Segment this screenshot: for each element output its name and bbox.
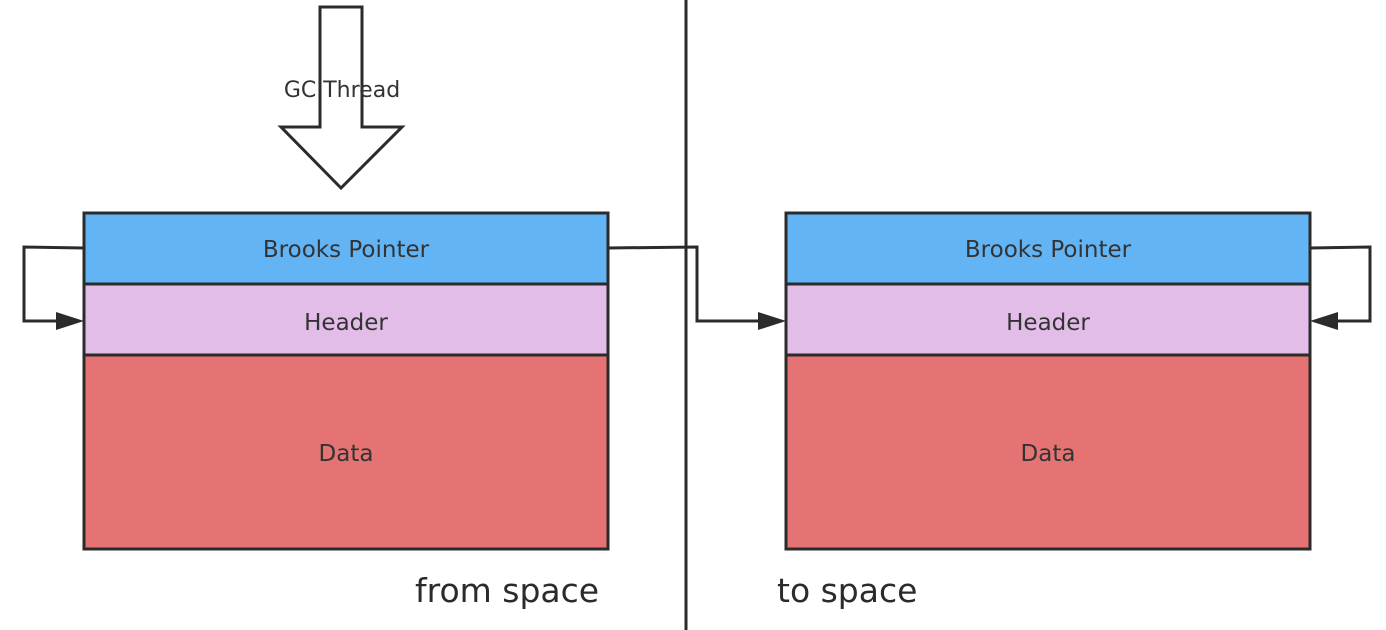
from-data-field	[82, 353, 610, 551]
to-data-label: Data	[1021, 441, 1076, 467]
from-brooks-pointer-label: Brooks Pointer	[263, 237, 430, 263]
from-space-object: Brooks Pointer Header Data	[82, 211, 610, 551]
to-space-label: to space	[777, 571, 917, 610]
to-self-pointer-arrow	[1309, 245, 1372, 330]
gc-thread-arrow: GC Thread	[277, 5, 406, 191]
from-header-label: Header	[304, 310, 388, 336]
to-header-label: Header	[1006, 310, 1090, 336]
gc-thread-label: GC Thread	[284, 78, 400, 103]
from-self-pointer-arrow	[22, 245, 85, 330]
to-brooks-pointer-label: Brooks Pointer	[965, 237, 1132, 263]
to-header-field	[784, 282, 1312, 357]
forwarding-pointer-arrow	[607, 245, 786, 330]
from-data-label: Data	[319, 441, 374, 467]
to-data-field	[784, 353, 1312, 551]
to-space-object: Brooks Pointer Header Data	[784, 211, 1312, 551]
from-space-label: from space	[415, 571, 599, 610]
from-header-field	[82, 282, 610, 357]
